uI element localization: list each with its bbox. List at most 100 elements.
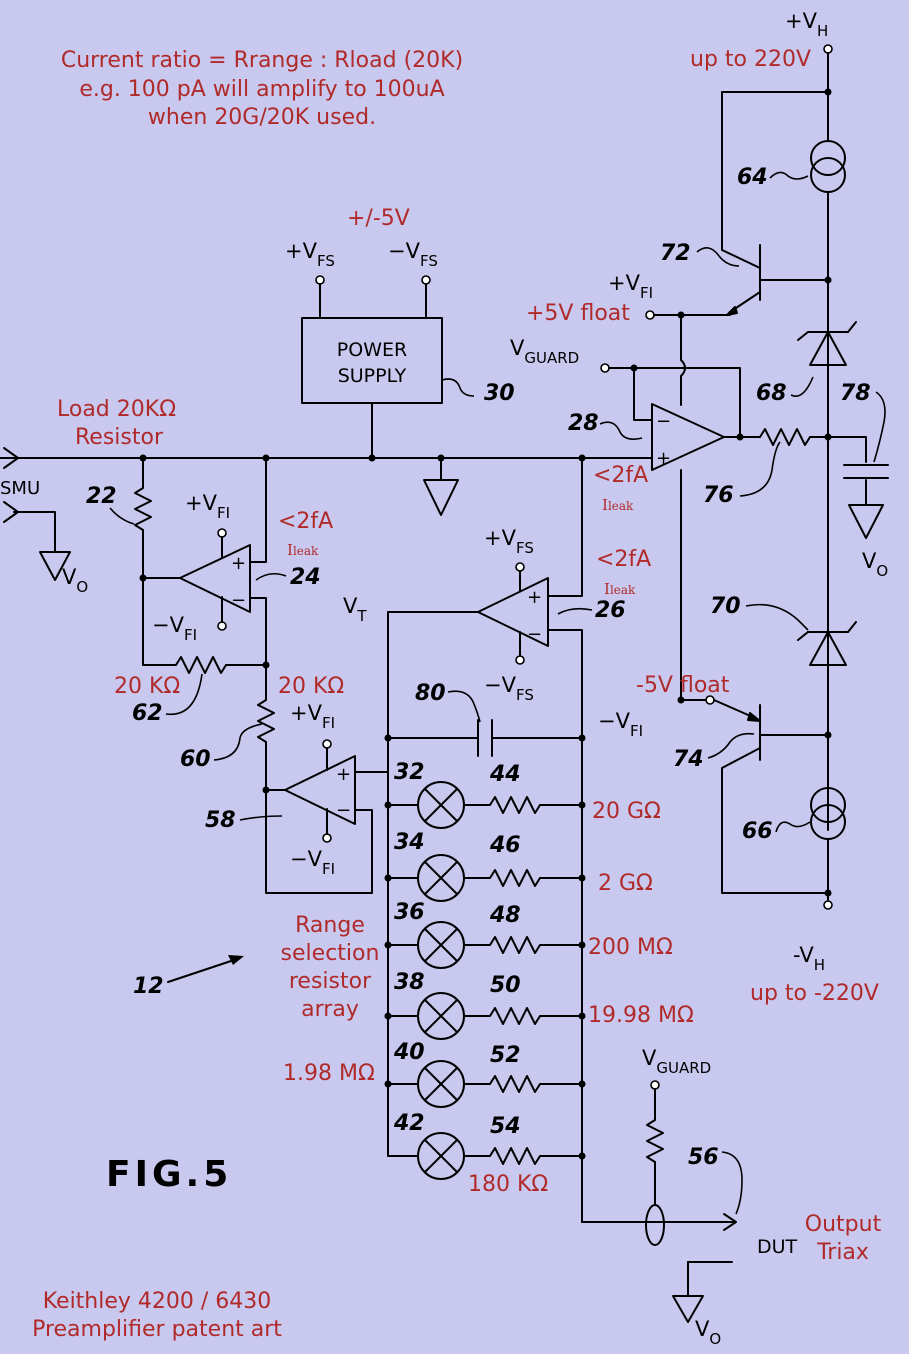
opamp-28: − + bbox=[651, 403, 725, 471]
ileak-26-label: Ileak bbox=[604, 580, 636, 598]
power-supply-line1: POWER bbox=[337, 339, 407, 361]
svg-text:+: + bbox=[527, 587, 542, 608]
ref-44: 44 bbox=[489, 762, 521, 787]
zener-68 bbox=[797, 321, 857, 366]
vo-smu: VO bbox=[62, 565, 88, 596]
plus-float-label: +5V float bbox=[526, 301, 630, 326]
ref-56: 56 bbox=[688, 1145, 719, 1170]
smu-label: SMU bbox=[0, 478, 40, 499]
load-label-1: Load 20KΩ bbox=[57, 397, 176, 422]
capacitor-78 bbox=[827, 436, 889, 539]
ref-40: 40 bbox=[393, 1040, 425, 1065]
power-supply-line2: SUPPLY bbox=[338, 365, 407, 387]
svg-text:+: + bbox=[656, 448, 671, 469]
output-label-2: Triax bbox=[816, 1240, 869, 1265]
range-bus-right bbox=[547, 629, 583, 1223]
range-value-1: 2 GΩ bbox=[598, 871, 653, 896]
ileak-24-value: <2fA bbox=[278, 509, 333, 534]
note-line-1: Current ratio = Rrange : Rload (20K) bbox=[61, 48, 463, 73]
ref-72: 72 bbox=[660, 241, 691, 266]
vfi-neg-24: −VFI bbox=[152, 613, 197, 644]
vfi-neg-74: −VFI bbox=[598, 709, 643, 740]
vfs-neg-26: −VFS bbox=[484, 673, 534, 704]
capacitor-80 bbox=[387, 719, 583, 757]
range-row-4 bbox=[384, 1060, 586, 1108]
transistor-72 bbox=[721, 91, 829, 316]
ref-66: 66 bbox=[742, 819, 773, 844]
transistor-74 bbox=[713, 699, 829, 894]
vfs-pos-26: +VFS bbox=[484, 526, 534, 557]
dut-label: DUT bbox=[757, 1236, 798, 1258]
ref-28: 28 bbox=[568, 411, 599, 436]
figure-label: FIG.5 bbox=[106, 1154, 232, 1195]
range-label-1: Range bbox=[295, 913, 365, 938]
ref-50: 50 bbox=[490, 973, 521, 998]
ref-48: 48 bbox=[489, 903, 521, 928]
vh-neg-label: -VH bbox=[793, 943, 825, 974]
ref-58: 58 bbox=[205, 808, 236, 833]
vfs-range: +/-5V bbox=[347, 206, 410, 231]
vh-pos-note: up to 220V bbox=[690, 47, 811, 72]
output-label-1: Output bbox=[805, 1212, 882, 1237]
ref-62: 62 bbox=[132, 701, 163, 726]
ileak-28-value: <2fA bbox=[593, 463, 648, 488]
range-label-3: resistor bbox=[289, 969, 372, 994]
resistor-62 bbox=[142, 577, 267, 674]
resistor-60 bbox=[257, 664, 275, 791]
ileak-26-value: <2fA bbox=[596, 547, 651, 572]
ref-30: 30 bbox=[484, 381, 515, 406]
resistor-76 bbox=[759, 428, 829, 446]
range-row-5 bbox=[387, 1132, 586, 1180]
load-label-2: Resistor bbox=[75, 425, 164, 450]
range-label-4: array bbox=[301, 997, 359, 1022]
ref-42: 42 bbox=[393, 1111, 425, 1136]
svg-text:−: − bbox=[527, 624, 542, 645]
current-source-64 bbox=[810, 140, 846, 193]
note-line-2: e.g. 100 pA will amplify to 100uA bbox=[79, 77, 444, 102]
range-row-2 bbox=[384, 921, 586, 969]
range-row-0 bbox=[384, 781, 586, 829]
opamp-26: + − bbox=[477, 577, 549, 647]
ref-26: 26 bbox=[595, 598, 626, 623]
ref-38: 38 bbox=[394, 970, 425, 995]
ref-70: 70 bbox=[710, 594, 741, 619]
vh-pos-label: +VH bbox=[785, 9, 828, 40]
vo-78: VO bbox=[862, 549, 888, 580]
vt-label: VT bbox=[343, 594, 367, 625]
note-line-3: when 20G/20K used. bbox=[148, 105, 376, 130]
range-value-0: 20 GΩ bbox=[592, 799, 661, 824]
range-row-3 bbox=[384, 992, 586, 1040]
triax-shield bbox=[645, 1204, 665, 1246]
svg-text:+: + bbox=[336, 764, 351, 785]
opamp-24: + − bbox=[179, 544, 251, 613]
vh-neg-note: up to -220V bbox=[750, 981, 879, 1006]
credit-line-1: Keithley 4200 / 6430 bbox=[43, 1289, 272, 1314]
vfi-pos-24: +VFI bbox=[185, 491, 230, 522]
vfi-neg-58: −VFI bbox=[290, 847, 335, 878]
ref-76: 76 bbox=[703, 483, 734, 508]
r62-value: 20 KΩ bbox=[114, 674, 180, 699]
svg-text:−: − bbox=[656, 411, 671, 432]
guard-resistor bbox=[646, 1088, 664, 1206]
zener-70 bbox=[797, 621, 857, 666]
ileak-24-label: Ileak bbox=[287, 541, 319, 559]
svg-text:−: − bbox=[336, 800, 351, 821]
ref-24: 24 bbox=[290, 565, 321, 590]
ref-60: 60 bbox=[180, 747, 211, 772]
vo-output: VO bbox=[695, 1317, 721, 1348]
r60-value: 20 KΩ bbox=[278, 674, 344, 699]
credit-line-2: Preamplifier patent art bbox=[32, 1317, 282, 1342]
ref-36: 36 bbox=[394, 900, 425, 925]
range-value-3: 19.98 MΩ bbox=[588, 1003, 694, 1028]
ref-46: 46 bbox=[489, 833, 521, 858]
vguard-label-bottom: VGUARD bbox=[642, 1046, 711, 1077]
ref-52: 52 bbox=[490, 1043, 521, 1068]
ref-22: 22 bbox=[86, 484, 117, 509]
range-value-2: 200 MΩ bbox=[588, 935, 673, 960]
range-label-2: selection bbox=[281, 941, 380, 966]
ref-78: 78 bbox=[840, 381, 871, 406]
svg-text:+: + bbox=[231, 553, 246, 574]
range-value-5: 180 KΩ bbox=[468, 1172, 548, 1197]
ileak-28-label: Ileak bbox=[602, 496, 634, 514]
